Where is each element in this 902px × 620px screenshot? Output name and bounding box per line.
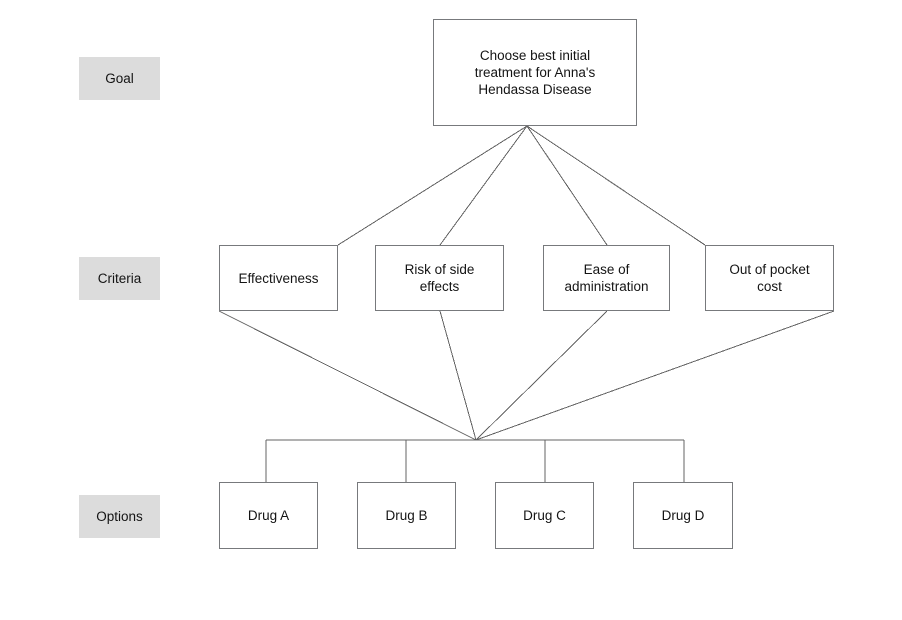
edge-ease-of-administration-to-options-hub	[475, 310, 608, 441]
edge-out-of-pocket-cost-to-options-hub	[475, 310, 835, 441]
edge-goal-to-out-of-pocket-cost	[526, 125, 706, 246]
edge-risk-of-side-effects-to-options-hub	[439, 310, 477, 441]
criteria-node-out-of-pocket-cost[interactable]: Out of pocket cost	[705, 245, 834, 311]
edge-goal-to-ease-of-administration	[526, 125, 608, 246]
option-node-drug-a[interactable]: Drug A	[219, 482, 318, 549]
option-node-drug-b[interactable]: Drug B	[357, 482, 456, 549]
criteria-node-ease-of-administration[interactable]: Ease of administration	[543, 245, 670, 311]
edge-goal-to-effectiveness	[337, 125, 528, 246]
option-node-drug-c[interactable]: Drug C	[495, 482, 594, 549]
row-label-options: Options	[79, 495, 160, 538]
goal-node[interactable]: Choose best initial treatment for Anna's…	[433, 19, 637, 126]
criteria-node-risk-of-side-effects[interactable]: Risk of side effects	[375, 245, 504, 311]
option-node-drug-d[interactable]: Drug D	[633, 482, 733, 549]
edge-goal-to-risk-of-side-effects	[439, 125, 528, 246]
edge-effectiveness-to-options-hub	[218, 310, 477, 441]
row-label-criteria: Criteria	[79, 257, 160, 300]
row-label-goal: Goal	[79, 57, 160, 100]
criteria-node-effectiveness[interactable]: Effectiveness	[219, 245, 338, 311]
